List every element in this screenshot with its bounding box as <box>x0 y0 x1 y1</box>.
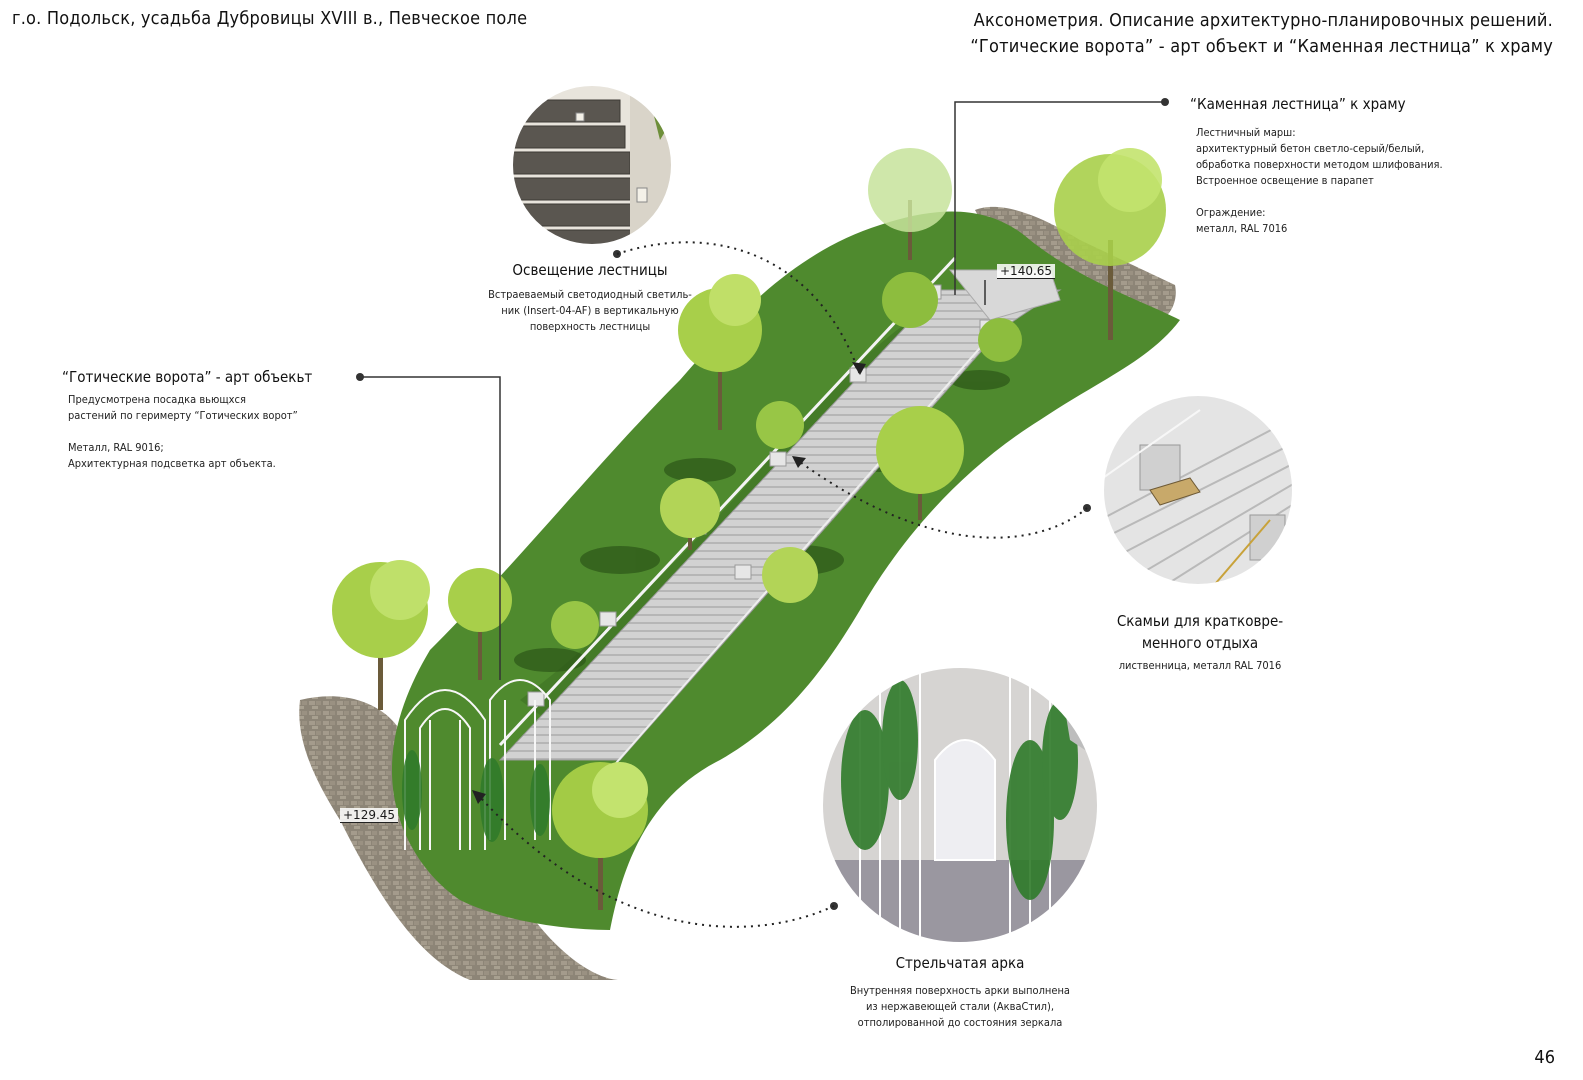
arch-title: Стрельчатая арка <box>895 954 1025 972</box>
stair-railing-right <box>609 324 1001 771</box>
tree <box>678 274 762 430</box>
benches-title-line1: Скамьи для кратковре- <box>1116 612 1284 630</box>
stair-line: Лестничный марш: <box>1196 126 1296 139</box>
tree <box>551 601 599 649</box>
benches-title: Скамьи для кратковре- менного отдыха <box>1090 610 1310 654</box>
elevation-marker-bottom: +129.45 <box>340 808 399 823</box>
arch-line: Внутренняя поверхность арки выполнена <box>849 984 1071 997</box>
arch-line: из нержавеющей стали (АкваСтил), <box>865 1000 1054 1013</box>
tree <box>762 547 818 603</box>
stair-line: Встроенное освещение в парапет <box>1196 174 1374 187</box>
stair-description: Лестничный марш: архитектурный бетон све… <box>1196 125 1443 237</box>
stair-line: обработка поверхности методом шлифования… <box>1196 158 1443 171</box>
elevation-marker-top: +140.65 <box>997 264 1056 279</box>
arrowheads <box>472 362 866 804</box>
stair-line: архитектурный бетон светло-серый/белый, <box>1196 142 1425 155</box>
lighting-description: Встраеваемый светодиодный светиль- ник (… <box>460 287 720 335</box>
gates-line: растений по геримерту “Готических ворот” <box>68 409 298 422</box>
gates-line: Предусмотрена посадка вьющхся <box>68 393 246 406</box>
gates-line: Металл, RAL 9016; <box>68 441 164 454</box>
lighting-title: Освещение лестницы <box>512 261 668 279</box>
tree <box>448 568 512 680</box>
tree <box>332 560 430 710</box>
gates-line <box>68 424 298 440</box>
stair-title: “Каменная лестница” к храму <box>1190 95 1406 113</box>
lighting-line: ник (Insert-04-AF) в вертикальную <box>501 304 679 317</box>
gates-description: Предусмотрена посадка вьющхся растений п… <box>68 392 298 472</box>
detail-stair-lighting <box>512 85 672 245</box>
detail-benches <box>1103 395 1293 585</box>
lighting-line: поверхность лестницы <box>529 320 651 333</box>
header-title-line2: “Готические ворота” - арт объект и “Каме… <box>970 36 1553 57</box>
tree <box>978 318 1022 362</box>
tree <box>756 401 804 449</box>
arch-description: Внутренняя поверхность арки выполнена из… <box>820 983 1100 1031</box>
benches-description: лиственница, металл RAL 7016 <box>1118 659 1282 672</box>
dotted-connectors <box>477 241 1088 928</box>
benches-title-line2: менного отдыха <box>1141 634 1259 652</box>
tree <box>868 148 952 260</box>
stair-line: металл, RAL 7016 <box>1196 222 1288 235</box>
tree <box>882 272 938 328</box>
gates-line: Архитектурная подсветка арт объекта. <box>68 457 276 470</box>
stair-line <box>1196 189 1443 205</box>
header-title-line1: Аксонометрия. Описание архитектурно-план… <box>973 10 1553 31</box>
tree <box>876 406 964 520</box>
tree <box>1054 148 1166 340</box>
leader-lines <box>360 101 1165 680</box>
tree <box>660 478 720 550</box>
stair-line: Ограждение: <box>1196 206 1266 219</box>
header-location: г.о. Подольск, усадьба Дубровицы XVIII в… <box>12 8 528 29</box>
gates-title: “Готические ворота” - арт объекьт <box>62 368 313 386</box>
trees <box>332 148 1166 910</box>
header-title: Аксонометрия. Описание архитектурно-план… <box>970 8 1553 60</box>
page-number: 46 <box>1534 1047 1555 1068</box>
climbing-plants <box>402 750 550 842</box>
lighting-line: Встраеваемый светодиодный светиль- <box>488 288 692 301</box>
stair-railing-left <box>498 256 957 747</box>
tree <box>552 762 648 910</box>
arch-line: отполированной до состояния зеркала <box>857 1016 1063 1029</box>
